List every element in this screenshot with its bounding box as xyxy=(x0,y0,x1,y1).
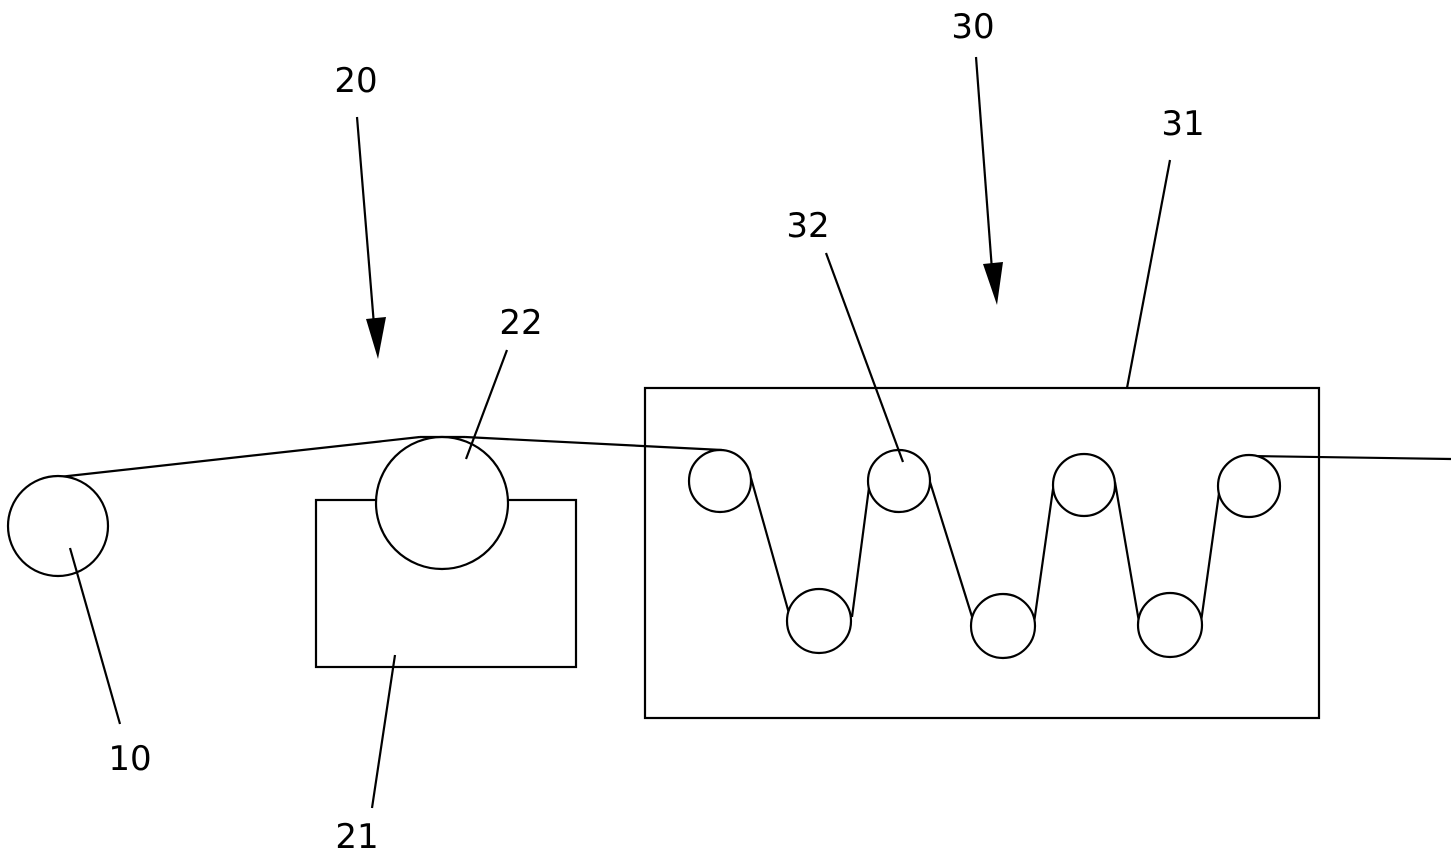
web-segment-4 xyxy=(1032,481,1056,624)
guide-roller-bottom-1 xyxy=(785,587,853,655)
label-20: 20 xyxy=(334,61,377,101)
guide-roller-top-3 xyxy=(1051,452,1117,518)
web-segment-3 xyxy=(928,481,976,624)
arrow-20-head xyxy=(366,317,386,359)
arrow-30-shaft xyxy=(974,56,994,271)
tank-box xyxy=(643,386,1321,720)
web-path xyxy=(49,435,1451,624)
leader-21 xyxy=(370,654,397,809)
web-segment-exit xyxy=(1249,454,1451,461)
leader-lines xyxy=(68,159,1172,809)
web-segment-2 xyxy=(850,479,872,618)
label-30: 30 xyxy=(951,7,994,47)
leader-31 xyxy=(1125,159,1172,389)
arrow-30-head xyxy=(983,262,1003,305)
web-segment-feed xyxy=(49,435,421,480)
guide-rollers xyxy=(687,448,1282,660)
guide-roller-bottom-2 xyxy=(969,592,1037,660)
label-32: 32 xyxy=(786,206,829,246)
web-segment-5 xyxy=(1113,481,1141,623)
unwind-roll xyxy=(6,474,110,578)
guide-roller-top-2 xyxy=(866,448,932,514)
leader-22 xyxy=(464,349,509,460)
arrow-20 xyxy=(355,116,386,359)
web-segment-to-tank xyxy=(464,435,723,452)
label-31: 31 xyxy=(1161,104,1204,144)
coating-roller xyxy=(374,435,510,571)
web-segment-1 xyxy=(749,477,792,618)
guide-roller-top-1 xyxy=(687,448,753,514)
label-10: 10 xyxy=(108,739,151,779)
arrow-30 xyxy=(974,56,1003,305)
leader-10 xyxy=(68,547,122,725)
label-22: 22 xyxy=(499,303,542,343)
arrow-20-shaft xyxy=(355,116,376,326)
guide-roller-bottom-3 xyxy=(1136,591,1204,659)
leader-32 xyxy=(824,252,905,463)
guide-roller-top-4 xyxy=(1216,453,1282,519)
web-segment-6 xyxy=(1199,485,1222,623)
label-21: 21 xyxy=(335,817,378,857)
